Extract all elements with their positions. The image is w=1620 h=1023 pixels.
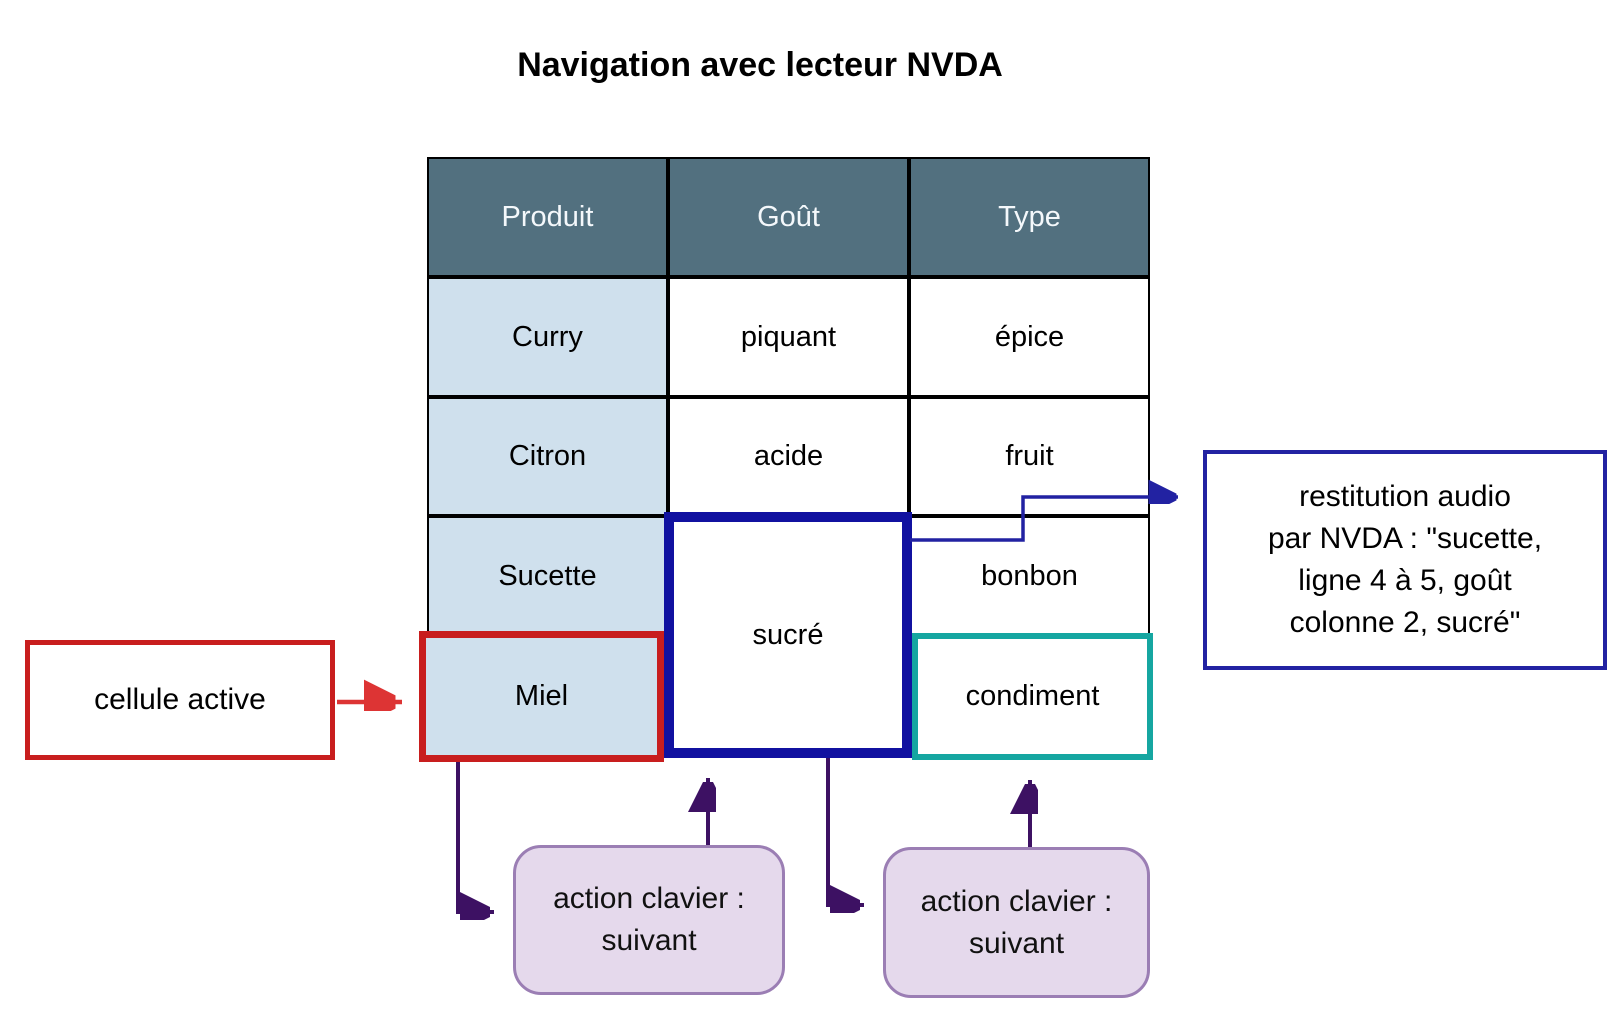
- purple-arrow-sucre-to-action-right: [826, 758, 864, 905]
- keyboard-action-right-line-2: suivant: [968, 926, 1065, 960]
- header-cell-produit: Produit: [427, 157, 668, 277]
- cell-epice: épice: [909, 277, 1150, 397]
- cell-acide: acide: [668, 397, 909, 516]
- cell-sucette: Sucette: [427, 516, 668, 637]
- cell-citron: Citron: [427, 397, 668, 516]
- keyboard-action-left-line-1: action clavier :: [553, 882, 745, 915]
- header-cell-gout: Goût: [668, 157, 909, 277]
- cell-fruit: fruit: [909, 397, 1150, 516]
- audio-callout: restitution audio par NVDA : "sucette, l…: [1203, 450, 1607, 670]
- audio-line-4: colonne 2, sucré": [1289, 606, 1521, 639]
- cell-miel-active: Miel: [419, 631, 664, 762]
- audio-line-2: par NVDA : "sucette,: [1267, 522, 1543, 555]
- audio-line-1: restitution audio: [1299, 480, 1511, 513]
- keyboard-action-box-right: action clavier : suivant: [883, 847, 1150, 998]
- audio-line-3: ligne 4 à 5, goût: [1298, 564, 1512, 597]
- purple-arrow-miel-to-action-left: [456, 762, 494, 912]
- page-title: Navigation avec lecteur NVDA: [517, 46, 1003, 84]
- keyboard-action-right-line-1: action clavier :: [920, 884, 1113, 918]
- cell-curry: Curry: [427, 277, 668, 397]
- merged-cell-sucre: sucré: [664, 512, 912, 758]
- keyboard-action-box-left: action clavier : suivant: [513, 845, 785, 995]
- keyboard-action-left-line-2: suivant: [601, 924, 697, 957]
- cell-condiment: condiment: [912, 633, 1153, 760]
- cell-piquant: piquant: [668, 277, 909, 397]
- active-cell-label: cellule active: [94, 683, 266, 716]
- header-cell-type: Type: [909, 157, 1150, 277]
- active-cell-callout: cellule active: [25, 640, 335, 760]
- cell-bonbon: bonbon: [909, 516, 1150, 637]
